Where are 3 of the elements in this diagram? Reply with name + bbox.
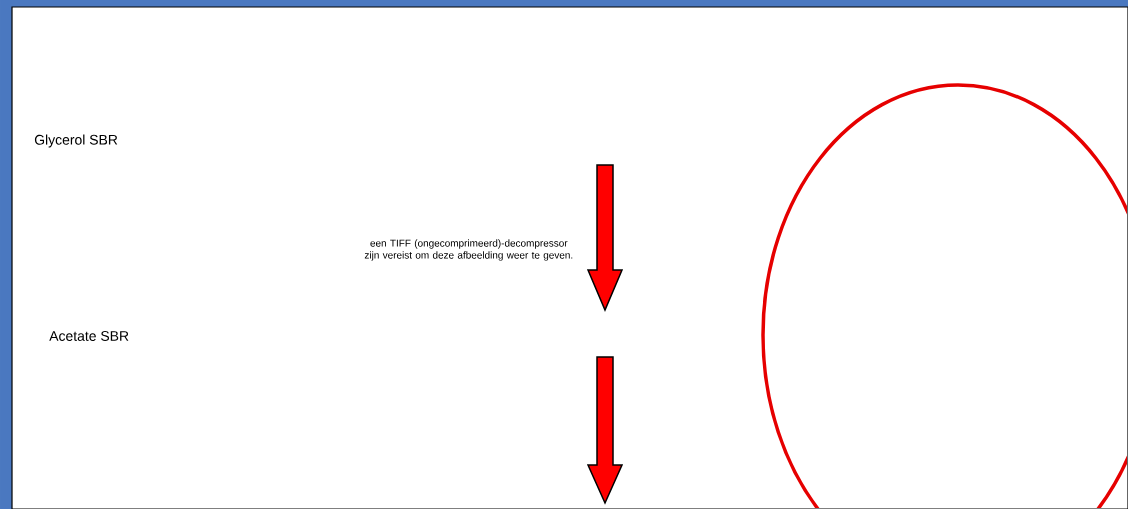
caption-text: Acetate SBR — [49, 331, 129, 341]
placeholder-message: een TIFF (ongecomprimeerd)-decompressor zijn vereist om deze afbeelding weer te geven. — [364, 239, 573, 261]
caption-text: Glycerol SBR — [34, 134, 118, 148]
